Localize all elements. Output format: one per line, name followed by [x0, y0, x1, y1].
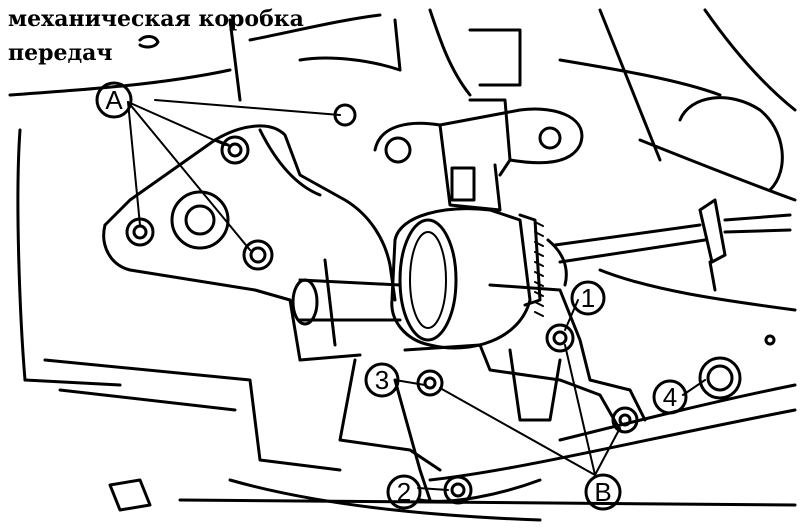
- caption-line-1: механическая коробка: [8, 6, 304, 32]
- through-bolt: [291, 258, 402, 347]
- mount-bracket-plate: [102, 124, 397, 362]
- leader-lines-a: [127, 99, 341, 251]
- callout-label-b: B: [594, 477, 611, 507]
- bracket-bolts: [125, 135, 274, 271]
- callout-label-1: 1: [581, 283, 595, 313]
- diagram-caption: механическая коробка передач: [8, 2, 304, 70]
- reference-mark: [764, 334, 776, 346]
- callout-circle-4: [652, 379, 688, 415]
- callout-label-a: A: [105, 85, 123, 115]
- callout-circle-b: [584, 473, 622, 511]
- clip-mark: [138, 35, 160, 49]
- callout-label-2: 2: [397, 477, 411, 507]
- callout-circle-3: [364, 362, 400, 398]
- rubber-bushing: [390, 207, 532, 350]
- callout-circle-1: [570, 280, 606, 316]
- lower-support-bracket: [338, 283, 647, 503]
- gearbox-housing: [8, 8, 797, 522]
- caption-line-2: передач: [8, 40, 113, 66]
- callout-label-3: 3: [375, 365, 389, 395]
- linkage-rod: [553, 198, 792, 292]
- callout-circle-a: [95, 81, 133, 119]
- callout-label-4: 4: [663, 382, 677, 412]
- callout-circle-2: [386, 474, 422, 510]
- upper-bracket: [373, 98, 584, 212]
- serrated-ring: [518, 213, 568, 317]
